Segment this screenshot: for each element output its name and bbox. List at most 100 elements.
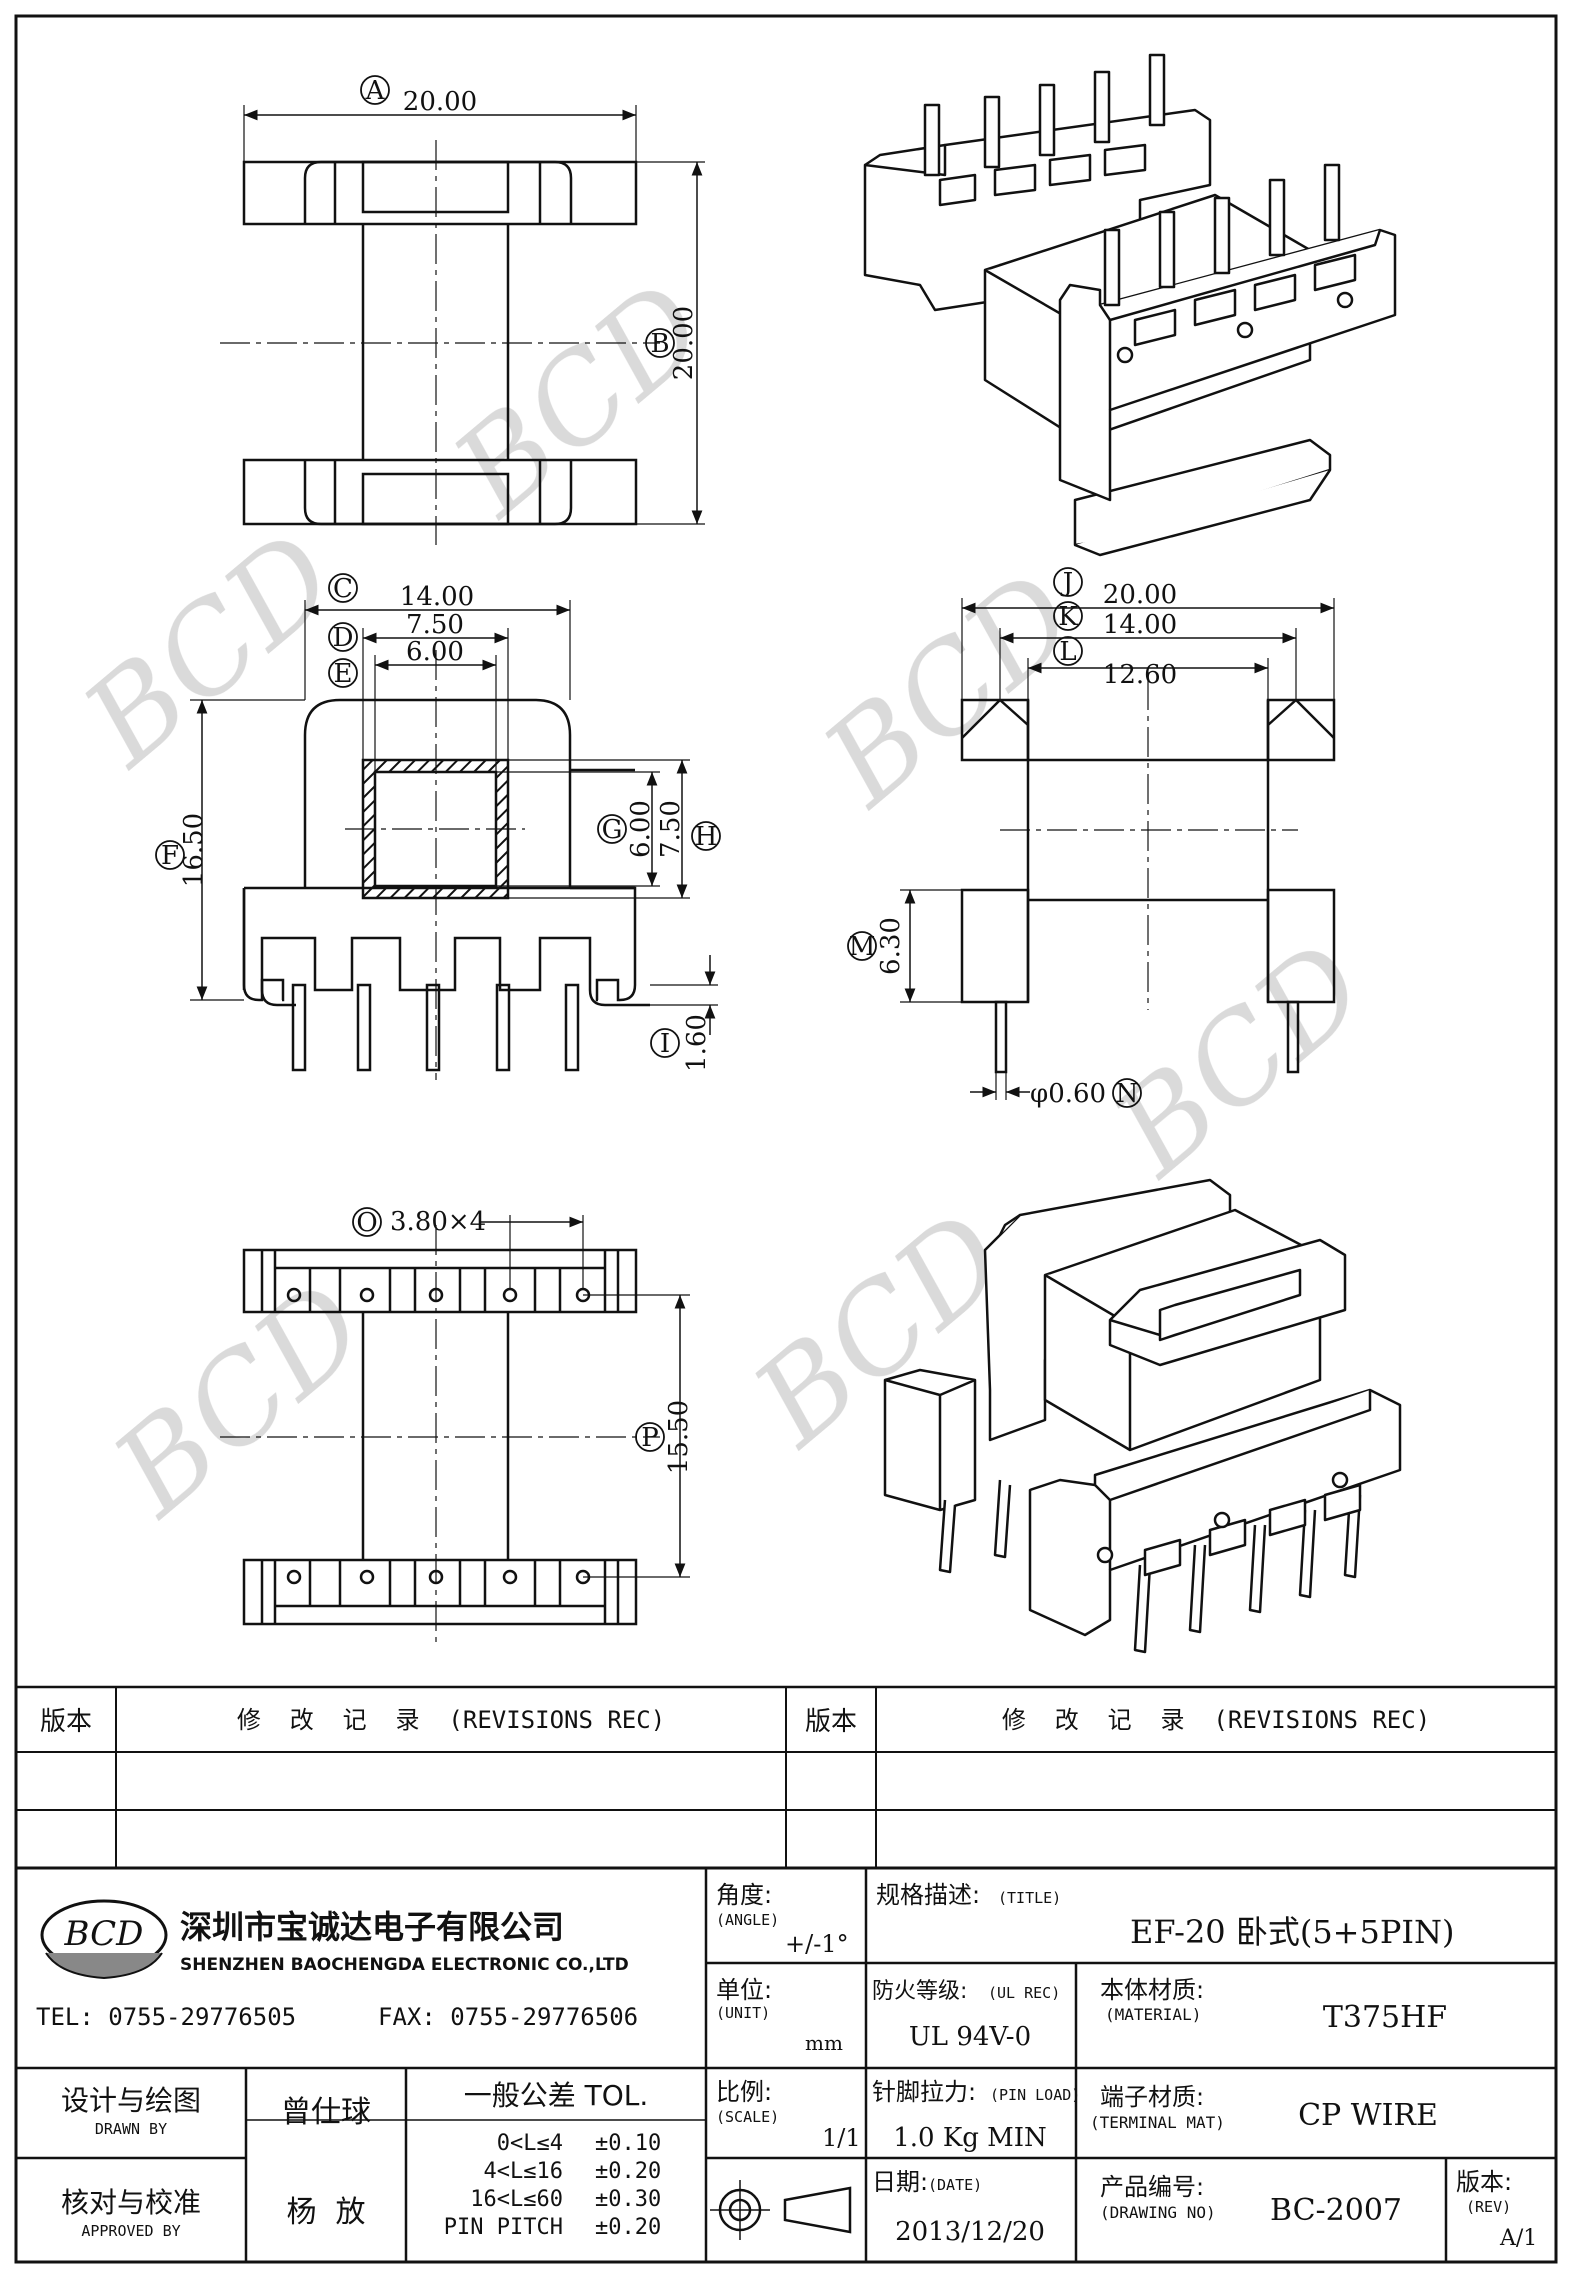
top-view-labels: A 20.00 B 20.00 [360, 75, 699, 380]
angle-label-en: (ANGLE) [716, 1911, 779, 1929]
material-value: T375HF [1323, 2000, 1447, 2035]
dim-a: 20.00 [403, 87, 477, 117]
tol-table: 0<L≤4 ±0.10 4<L≤16 ±0.20 16<L≤60 ±0.30 P… [444, 2131, 661, 2240]
tol-value: ±0.30 [595, 2187, 661, 2212]
isometric-view-top [863, 53, 1397, 557]
ul-label: 防火等级: [872, 1979, 967, 2004]
ul-value: UL 94V-0 [909, 2022, 1031, 2052]
unit-label: 单位: [716, 1976, 772, 2004]
watermark: BCD [728, 1187, 1032, 1474]
dim-n: φ0.60 [1030, 1079, 1106, 1109]
dim-j: 20.00 [1103, 580, 1177, 610]
tol-range: 4<L≤16 [484, 2159, 563, 2184]
callout-g: G [602, 815, 623, 845]
side-view-labels: J 20.00 K 14.00 L 12.60 M 6.30 φ0.60 N [847, 567, 1177, 1109]
terminal-label-en: (TERMINAL MAT) [1090, 2113, 1225, 2132]
date-value: 2013/12/20 [895, 2217, 1045, 2247]
dim-o: 3.80×4 [390, 1207, 486, 1237]
title-block-grid [16, 1868, 1556, 2262]
bottom-view [220, 1215, 690, 1645]
rev-label: 版本: [1456, 2168, 1512, 2196]
company-fax: FAX: 0755-29776506 [378, 2003, 638, 2031]
rev-col-header-left: 版本 [40, 1707, 92, 1737]
tol-value: ±0.20 [595, 2159, 661, 2184]
dim-k: 14.00 [1103, 610, 1177, 640]
callout-k: K [1058, 602, 1078, 632]
company-logo: BCD [40, 1899, 168, 1980]
scale-label-en: (SCALE) [716, 2108, 779, 2126]
callout-a: A [365, 76, 386, 106]
dim-p: 15.50 [664, 1400, 694, 1474]
dim-l: 12.60 [1103, 660, 1177, 690]
callout-n: N [1116, 1079, 1139, 1109]
dim-c: 14.00 [400, 582, 474, 612]
drawn-label: 设计与绘图 [61, 2084, 201, 2117]
unit-label-en: (UNIT) [716, 2004, 770, 2022]
drawn-label-en: DRAWN BY [95, 2120, 167, 2138]
tol-range: 16<L≤60 [470, 2187, 563, 2212]
material-label: 本体材质: [1100, 1976, 1204, 2004]
callout-i: I [660, 1029, 670, 1059]
side-view [900, 598, 1336, 1100]
callout-j: J [1060, 568, 1073, 598]
dim-g: 6.00 [626, 800, 656, 858]
tol-range: 0<L≤4 [497, 2131, 563, 2156]
dim-e: 6.00 [406, 637, 464, 667]
callout-o: O [356, 1208, 377, 1238]
date-label: 日期: [872, 2168, 928, 2196]
pin-load-label-en: (PIN LOAD) [990, 2086, 1080, 2104]
bottom-view-labels: O 3.80×4 P 15.50 [352, 1207, 694, 1474]
dim-b: 20.00 [669, 306, 699, 380]
approved-label: 核对与校准 [61, 2186, 201, 2219]
dim-h: 7.50 [656, 800, 686, 858]
callout-p: P [641, 1423, 659, 1453]
projection-symbol-icon [710, 2180, 852, 2240]
unit-value: mm [805, 2031, 843, 2055]
sheet-border [14, 14, 1558, 2264]
isometric-view-bottom [883, 1178, 1402, 1654]
front-view-labels: C 14.00 D 7.50 E 6.00 F 16.50 G 6.00 7.5… [155, 573, 721, 1072]
approved-value: 杨 放 [286, 2195, 365, 2230]
dim-d: 7.50 [406, 610, 464, 640]
title-label-en: (TITLE) [998, 1889, 1061, 1907]
material-label-en: (MATERIAL) [1105, 2005, 1201, 2024]
pin-load-label: 针脚拉力: [872, 2078, 976, 2106]
company-name-en: SHENZHEN BAOCHENGDA ELECTRONIC CO.,LTD [180, 1955, 629, 1975]
scale-label: 比例: [716, 2078, 772, 2106]
logo-text: BCD [64, 1914, 144, 1954]
angle-label: 角度: [716, 1881, 772, 1909]
top-view [220, 105, 705, 545]
callout-l: L [1059, 637, 1076, 667]
company-block: BCD 深圳市宝诚达电子有限公司 SHENZHEN BAOCHENGDA ELE… [36, 1899, 638, 2031]
title-label: 规格描述: [876, 1881, 980, 1909]
drawn-value: 曾仕球 [281, 2095, 371, 2130]
drawing-no-label: 产品编号: [1100, 2173, 1204, 2201]
revisions-header: 版本 修 改 记 录 (REVISIONS REC) 版本 修 改 记 录 (R… [40, 1706, 1430, 1737]
date-label-en: (DATE) [928, 2176, 982, 2194]
rev-col-header-right: 版本 [805, 1707, 857, 1737]
front-view [190, 600, 718, 1080]
dim-i: 1.60 [682, 1014, 712, 1072]
company-name-cn: 深圳市宝诚达电子有限公司 [180, 1908, 564, 1946]
dim-f: 16.50 [179, 813, 209, 887]
drawing-no-label-en: (DRAWING NO) [1100, 2203, 1216, 2222]
tol-range: PIN PITCH [444, 2215, 563, 2240]
rev-label-en: (REV) [1466, 2198, 1511, 2216]
callout-d: D [333, 623, 354, 653]
rev-value: A/1 [1499, 2226, 1537, 2251]
pin-load-value: 1.0 Kg MIN [893, 2123, 1047, 2153]
watermark: BCD [428, 257, 732, 544]
revisions-table [16, 1685, 1556, 1870]
watermark: BCD [88, 1257, 392, 1544]
approved-label-en: APPROVED BY [81, 2222, 180, 2240]
callout-c: C [333, 574, 353, 604]
angle-value: +/-1° [785, 1930, 849, 1958]
title-value: EF-20 卧式(5+5PIN) [1130, 1913, 1455, 1951]
watermark: BCD [58, 507, 362, 794]
drawing-no-value: BC-2007 [1270, 2193, 1402, 2228]
scale-value: 1/1 [822, 2124, 861, 2152]
company-tel: TEL: 0755-29776505 [36, 2003, 296, 2031]
rec-col-header-right: 修 改 记 录 (REVISIONS REC) [1002, 1706, 1430, 1734]
watermark: BCD [1088, 917, 1392, 1204]
